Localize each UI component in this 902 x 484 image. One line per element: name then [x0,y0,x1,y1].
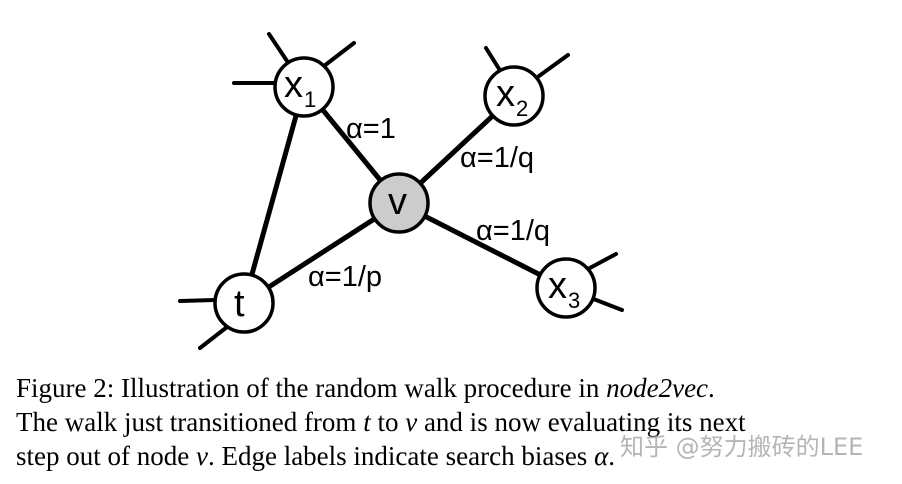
caption-math-v: v [405,407,418,437]
node-t-label: t [234,283,245,325]
node-x1: x 1 [273,56,335,118]
edge-x1-t [241,84,307,306]
caption-line-2: The walk just transitioned from t to v a… [16,405,896,439]
caption-text: . [708,373,715,403]
stubs-t [178,298,229,350]
caption-text: . [608,441,616,471]
node-x1-subscript: 1 [304,87,316,112]
caption-math-v: v [195,441,208,471]
node-x2-subscript: 2 [516,96,528,121]
node-t-circle [213,272,275,334]
caption-math-alpha: α [594,441,609,471]
stubs-x3 [586,252,624,312]
node-t: t [213,272,275,334]
node-x2-label: x [496,73,515,115]
edge-label-v-t: α=1/p [308,261,382,293]
node-v-label: v [388,181,407,223]
edge-label-v-x3: α=1/q [476,215,550,247]
node2vec-diagram: x 1 x 2 x 3 v t α=1 α=1/q α=1/q α=1/p [178,32,624,350]
node-x3: x 3 [535,257,597,319]
edge-label-v-x2: α=1/q [460,142,534,174]
node-x3-subscript: 3 [568,288,580,313]
caption-math-t: t [363,407,371,437]
caption-line-3: step out of node v. Edge labels indicate… [16,439,896,473]
stubs-x2 [484,46,570,78]
caption-text: step out of node [16,441,196,471]
caption-text: to [370,407,406,437]
caption-text: Figure 2: Illustration of the random wal… [16,373,607,403]
stubs-x1 [232,32,356,85]
node-v: v [368,172,430,234]
node-v-circle [368,172,430,234]
caption-method-name: node2vec [606,373,709,403]
node-x1-circle [273,56,335,118]
node-x2: x 2 [483,65,545,127]
caption-text: and is now evaluating its next [417,407,746,437]
caption-text: . Edge labels indicate search biases [207,441,595,471]
caption-line-1: Figure 2: Illustration of the random wal… [16,371,896,405]
caption-text: The walk just transitioned from [16,407,364,437]
node-x3-circle [535,257,597,319]
figure-caption: Figure 2: Illustration of the random wal… [16,371,896,473]
node-x3-label: x [548,265,567,307]
edge-v-x3 [396,200,569,291]
zhihu-watermark: 知乎 @努力搬砖的LEE [620,433,864,461]
node-x2-circle [483,65,545,127]
edge-label-v-x1: α=1 [346,113,396,145]
node-x1-label: x [284,64,303,106]
